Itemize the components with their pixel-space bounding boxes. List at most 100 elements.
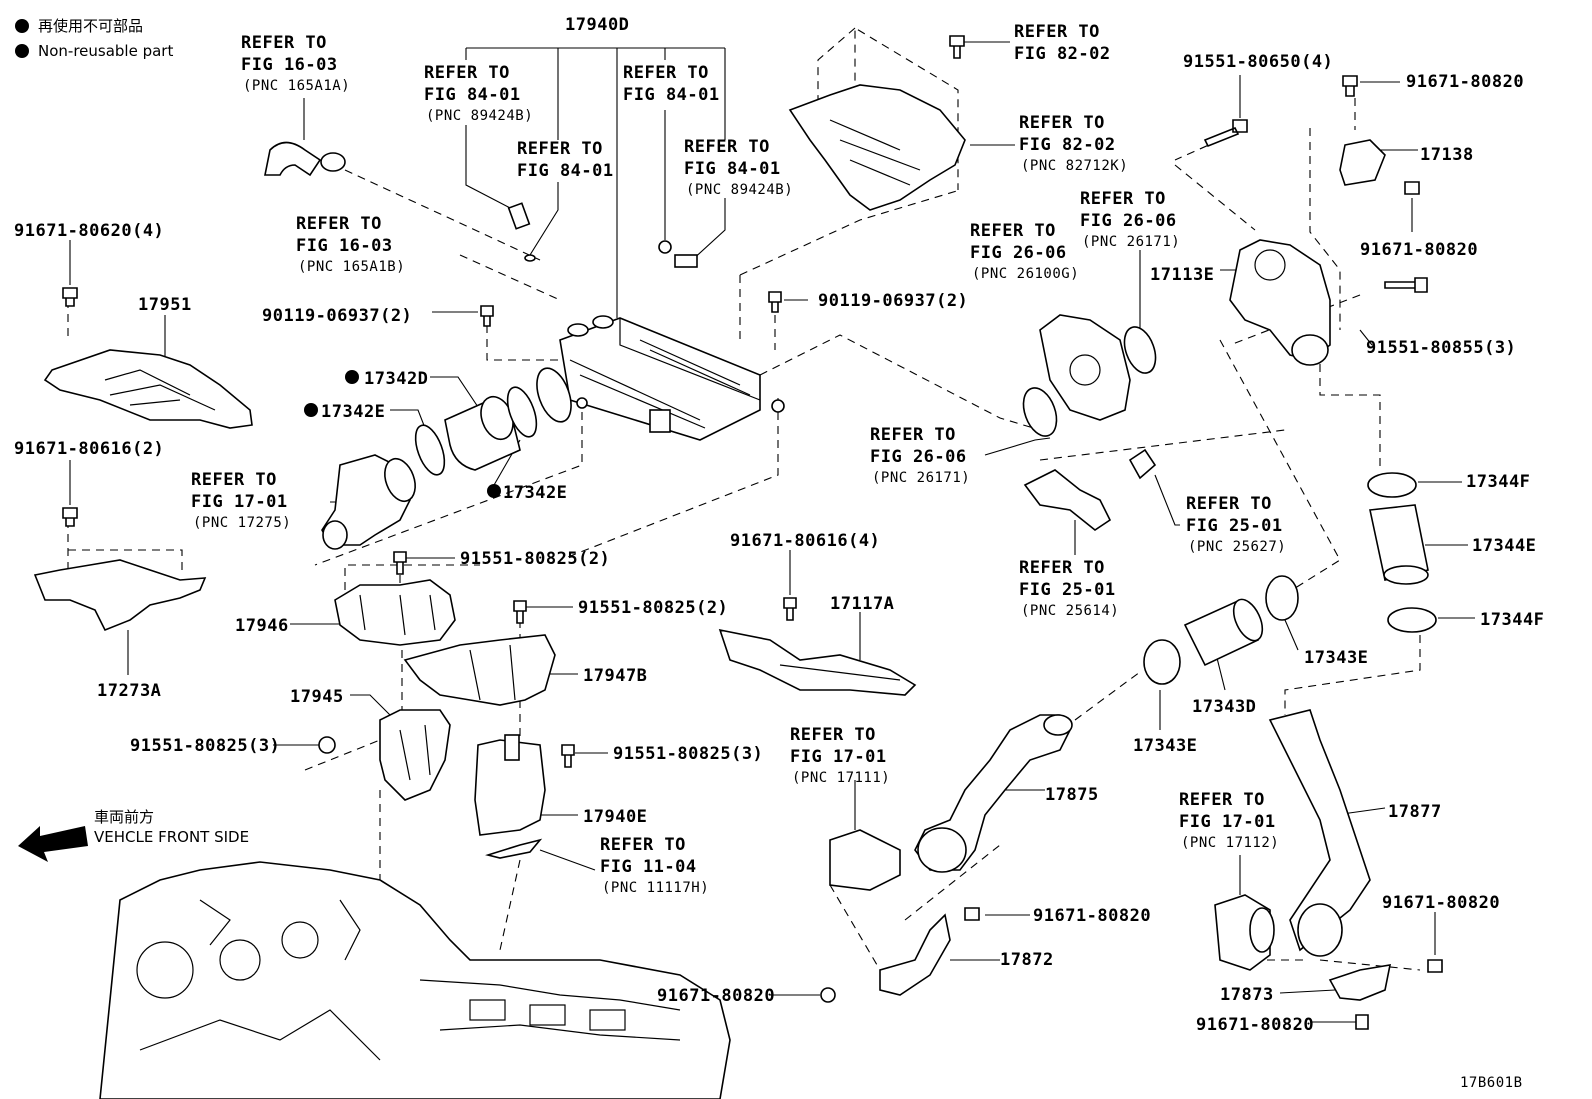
label-17940E[interactable]: 17940E bbox=[583, 807, 647, 827]
label-17951[interactable]: 17951 bbox=[138, 295, 192, 315]
svg-text:FIG 16-03: FIG 16-03 bbox=[241, 55, 338, 75]
refer-fig-25-01-25627[interactable]: REFER TO FIG 25-01 (PNC 25627) bbox=[1186, 494, 1286, 555]
label-91671-80820-e[interactable]: 91671-80820 bbox=[1382, 893, 1500, 913]
svg-text:(PNC 89424B): (PNC 89424B) bbox=[686, 182, 793, 198]
svg-text:(PNC 17111): (PNC 17111) bbox=[792, 770, 890, 786]
label-91551-80825-2a[interactable]: 91551-80825(2) bbox=[460, 549, 610, 569]
svg-text:(PNC 26171): (PNC 26171) bbox=[872, 470, 970, 486]
part-17138-shape bbox=[1339, 139, 1386, 186]
label-17273A[interactable]: 17273A bbox=[97, 681, 161, 701]
label-91551-80825-2b[interactable]: 91551-80825(2) bbox=[578, 598, 728, 618]
svg-text:REFER TO: REFER TO bbox=[1014, 22, 1100, 42]
svg-text:(PNC 89424B): (PNC 89424B) bbox=[426, 108, 533, 124]
svg-text:FIG 25-01: FIG 25-01 bbox=[1186, 516, 1283, 536]
label-17138[interactable]: 17138 bbox=[1420, 145, 1474, 165]
refer-fig-17-01-17111[interactable]: REFER TO FIG 17-01 (PNC 17111) bbox=[790, 725, 890, 786]
svg-text:FIG 11-04: FIG 11-04 bbox=[600, 857, 697, 877]
svg-text:FIG 84-01: FIG 84-01 bbox=[623, 85, 720, 105]
refer-fig-82-02-82712K[interactable]: REFER TO FIG 82-02 (PNC 82712K) bbox=[1019, 113, 1128, 174]
refer-fig-26-06-26171-top[interactable]: REFER TO FIG 26-06 (PNC 26171) bbox=[1080, 189, 1180, 250]
refer-fig-16-03-165A1A[interactable]: REFER TO FIG 16-03 (PNC 165A1A) bbox=[241, 33, 350, 94]
svg-text:(PNC 26171): (PNC 26171) bbox=[1082, 234, 1180, 250]
label-17113E[interactable]: 17113E bbox=[1150, 265, 1214, 285]
refer-fig-84-01-89424B-left[interactable]: REFER TO FIG 84-01 (PNC 89424B) bbox=[424, 63, 533, 124]
part-17344F-shape bbox=[1367, 472, 1417, 498]
label-17947B[interactable]: 17947B bbox=[583, 666, 647, 686]
svg-text:REFER TO: REFER TO bbox=[517, 139, 603, 159]
label-17117A[interactable]: 17117A bbox=[830, 594, 894, 614]
non-reusable-marker-icon bbox=[487, 484, 501, 498]
label-17344F-a[interactable]: 17344F bbox=[1466, 472, 1530, 492]
label-91671-80616-4[interactable]: 91671-80616(4) bbox=[730, 531, 880, 551]
part-17273A-shape bbox=[33, 559, 207, 632]
label-91671-80620[interactable]: 91671-80620(4) bbox=[14, 221, 164, 241]
label-17344F-b[interactable]: 17344F bbox=[1480, 610, 1544, 630]
label-91671-80820-c[interactable]: 91671-80820 bbox=[1033, 906, 1151, 926]
refer-fig-25-01-25614[interactable]: REFER TO FIG 25-01 (PNC 25614) bbox=[1019, 558, 1119, 619]
svg-text:FIG 84-01: FIG 84-01 bbox=[684, 159, 781, 179]
legend-jp: 再使用不可部品 bbox=[38, 17, 143, 35]
part-17344E-shape bbox=[1369, 504, 1429, 581]
label-17344E[interactable]: 17344E bbox=[1472, 536, 1536, 556]
label-91551-80825-3a[interactable]: 91551-80825(3) bbox=[130, 736, 280, 756]
svg-text:(PNC 25614): (PNC 25614) bbox=[1021, 603, 1119, 619]
refer-fig-84-01-mid[interactable]: REFER TO FIG 84-01 bbox=[517, 139, 614, 181]
label-17945[interactable]: 17945 bbox=[290, 687, 344, 707]
refer-fig-26-06-26100G[interactable]: REFER TO FIG 26-06 (PNC 26100G) bbox=[970, 221, 1079, 282]
label-17342D[interactable]: 17342D bbox=[364, 369, 428, 389]
refer-fig-17-01-17112[interactable]: REFER TO FIG 17-01 (PNC 17112) bbox=[1179, 790, 1279, 851]
refer-fig-84-01-right[interactable]: REFER TO FIG 84-01 bbox=[623, 63, 720, 105]
svg-text:FIG 25-01: FIG 25-01 bbox=[1019, 580, 1116, 600]
label-17343E-a[interactable]: 17343E bbox=[1304, 648, 1368, 668]
label-91551-80855[interactable]: 91551-80855(3) bbox=[1366, 338, 1516, 358]
label-17343D[interactable]: 17343D bbox=[1192, 697, 1256, 717]
refer-fig-16-03-165A1B[interactable]: REFER TO FIG 16-03 (PNC 165A1B) bbox=[296, 214, 405, 275]
part-17947B-shape bbox=[403, 634, 556, 706]
refer-fig-26-06-26171-bottom[interactable]: REFER TO FIG 26-06 (PNC 26171) bbox=[870, 425, 970, 486]
svg-text:FIG 26-06: FIG 26-06 bbox=[870, 447, 967, 467]
label-91671-80820-a[interactable]: 91671-80820 bbox=[1406, 72, 1524, 92]
label-91671-80820-f[interactable]: 91671-80820 bbox=[1196, 1015, 1314, 1035]
refer-fig-82-02-top[interactable]: REFER TO FIG 82-02 bbox=[1014, 22, 1111, 64]
svg-text:(PNC 165A1A): (PNC 165A1A) bbox=[243, 78, 350, 94]
label-17946[interactable]: 17946 bbox=[235, 616, 289, 636]
svg-text:FIG 17-01: FIG 17-01 bbox=[191, 492, 288, 512]
refer-fig-84-01-89424B-right[interactable]: REFER TO FIG 84-01 (PNC 89424B) bbox=[684, 137, 793, 198]
label-17343E-b[interactable]: 17343E bbox=[1133, 736, 1197, 756]
part-17872-shape bbox=[879, 913, 951, 996]
part-17117A-shape bbox=[718, 628, 917, 696]
label-91671-80820-b[interactable]: 91671-80820 bbox=[1360, 240, 1478, 260]
label-17873[interactable]: 17873 bbox=[1220, 985, 1274, 1005]
refer-fig-11-04-11117H[interactable]: REFER TO FIG 11-04 (PNC 11117H) bbox=[600, 835, 709, 896]
label-91551-80825-3b[interactable]: 91551-80825(3) bbox=[613, 744, 763, 764]
svg-text:(PNC 17112): (PNC 17112) bbox=[1181, 835, 1279, 851]
svg-text:FIG 16-03: FIG 16-03 bbox=[296, 236, 393, 256]
svg-text:(PNC 82712K): (PNC 82712K) bbox=[1021, 158, 1128, 174]
svg-text:REFER TO: REFER TO bbox=[424, 63, 510, 83]
svg-text:FIG 82-02: FIG 82-02 bbox=[1014, 44, 1111, 64]
svg-text:(PNC 25627): (PNC 25627) bbox=[1188, 539, 1286, 555]
label-91671-80820-d[interactable]: 91671-80820 bbox=[657, 986, 775, 1006]
refer-fig-17-01-17275[interactable]: REFER TO FIG 17-01 (PNC 17275) bbox=[191, 470, 291, 531]
label-17877[interactable]: 17877 bbox=[1388, 802, 1442, 822]
part-17945-shape bbox=[379, 709, 451, 801]
part-17873-shape bbox=[1328, 964, 1392, 1001]
svg-text:FIG 84-01: FIG 84-01 bbox=[424, 85, 521, 105]
svg-text:REFER TO: REFER TO bbox=[870, 425, 956, 445]
label-17342E-b[interactable]: 17342E bbox=[503, 483, 567, 503]
label-17875[interactable]: 17875 bbox=[1045, 785, 1099, 805]
svg-text:(PNC 26100G): (PNC 26100G) bbox=[972, 266, 1079, 282]
leader-lines bbox=[67, 27, 1475, 1023]
label-91671-80616-2[interactable]: 91671-80616(2) bbox=[14, 439, 164, 459]
svg-text:(PNC 11117H): (PNC 11117H) bbox=[602, 880, 709, 896]
svg-text:REFER TO: REFER TO bbox=[1179, 790, 1265, 810]
label-90119-06937-left[interactable]: 90119-06937(2) bbox=[262, 306, 412, 326]
svg-text:FIG 17-01: FIG 17-01 bbox=[1179, 812, 1276, 832]
label-17342E-a[interactable]: 17342E bbox=[321, 402, 385, 422]
svg-text:REFER TO: REFER TO bbox=[1019, 558, 1105, 578]
non-reusable-marker-icon bbox=[15, 44, 29, 58]
label-17872[interactable]: 17872 bbox=[1000, 950, 1054, 970]
label-91551-80650[interactable]: 91551-80650(4) bbox=[1183, 52, 1333, 72]
label-17940D[interactable]: 17940D bbox=[565, 15, 629, 35]
label-90119-06937-right[interactable]: 90119-06937(2) bbox=[818, 291, 968, 311]
